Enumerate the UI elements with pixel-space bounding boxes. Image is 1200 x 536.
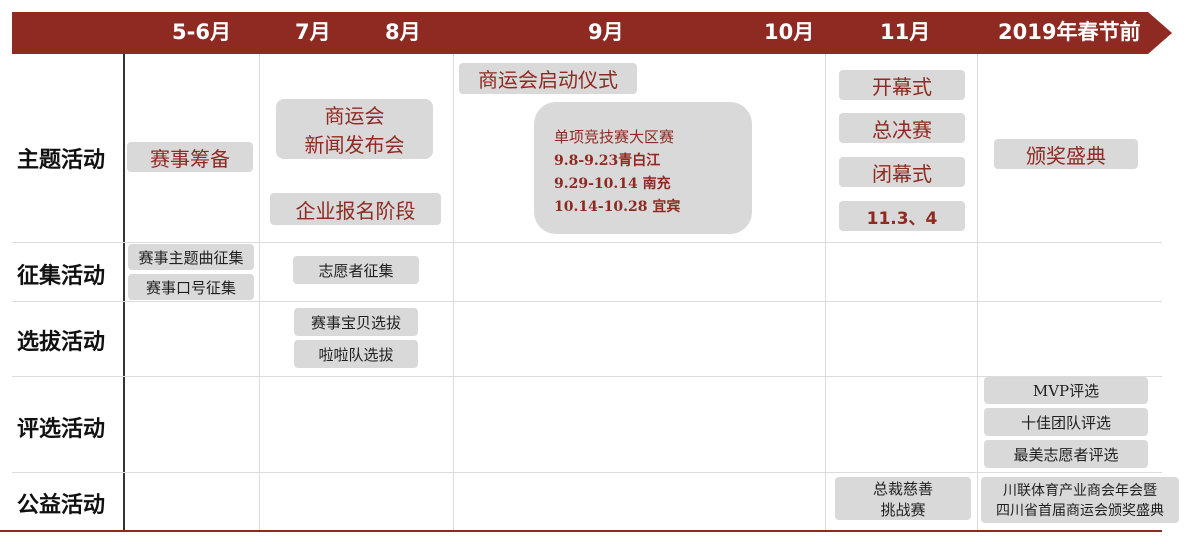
single-competition-yibin: 10.14-10.28 宜宾 bbox=[554, 199, 681, 215]
month-label-2019-spring: 2019年春节前 bbox=[998, 20, 1141, 44]
column-divider bbox=[977, 54, 978, 530]
single-competition-nanchong: 9.29-10.14 南充 bbox=[554, 176, 671, 192]
month-label-5-6: 5-6月 bbox=[172, 20, 231, 44]
event-slogan-collection: 赛事口号征集 bbox=[128, 274, 254, 300]
row-divider bbox=[12, 376, 1162, 377]
annual-line1: 川联体育产业商会年会暨 bbox=[1003, 483, 1157, 499]
event-annual-meeting-award: 川联体育产业商会年会暨 四川省首届商运会颁奖盛典 bbox=[981, 477, 1179, 523]
event-single-competition: 单项竞技赛大区赛 9.8-9.23青白江 9.29-10.14 南充 10.14… bbox=[534, 102, 752, 234]
charity-line2: 挑战赛 bbox=[880, 500, 926, 519]
event-closing-ceremony: 闭幕式 bbox=[839, 157, 965, 187]
event-volunteer-recruitment: 志愿者征集 bbox=[293, 256, 419, 284]
event-top-ten-teams: 十佳团队评选 bbox=[984, 408, 1148, 436]
row-divider bbox=[12, 301, 1162, 302]
event-final: 总决赛 bbox=[839, 113, 965, 143]
annual-line2: 四川省首届商运会颁奖盛典 bbox=[996, 503, 1164, 519]
event-award-ceremony: 颁奖盛典 bbox=[994, 139, 1138, 169]
column-divider bbox=[825, 54, 826, 530]
row-divider bbox=[12, 242, 1162, 243]
event-ceo-charity-challenge: 总裁慈善 挑战赛 bbox=[835, 477, 971, 520]
row-divider bbox=[12, 472, 1162, 473]
event-cheerleader-selection: 啦啦队选拔 bbox=[294, 340, 418, 368]
column-divider bbox=[259, 54, 260, 530]
event-press-line2: 新闻发布会 bbox=[304, 133, 405, 157]
row-label-selection: 选拔活动 bbox=[16, 330, 105, 355]
event-press-line1: 商运会 bbox=[324, 104, 385, 128]
event-registration: 企业报名阶段 bbox=[270, 193, 441, 225]
single-competition-title: 单项竞技赛大区赛 bbox=[554, 128, 675, 146]
row-label-charity: 公益活动 bbox=[16, 493, 105, 518]
event-mvp-selection: MVP评选 bbox=[984, 377, 1148, 404]
row-label-theme: 主题活动 bbox=[16, 148, 105, 173]
month-label-10: 10月 bbox=[764, 20, 815, 44]
row-label-collection: 征集活动 bbox=[16, 264, 105, 289]
row-label-divider bbox=[123, 54, 125, 530]
timeline-banner bbox=[12, 12, 1172, 54]
month-label-8: 8月 bbox=[385, 20, 421, 44]
month-label-9: 9月 bbox=[588, 20, 624, 44]
event-prep: 赛事筹备 bbox=[127, 142, 253, 172]
row-label-evaluation: 评选活动 bbox=[16, 417, 105, 442]
event-best-volunteer: 最美志愿者评选 bbox=[984, 440, 1148, 468]
event-theme-song-collection: 赛事主题曲征集 bbox=[128, 244, 254, 270]
event-final-dates: 11.3、4 bbox=[839, 201, 965, 231]
single-competition-qingbaijiang: 9.8-9.23青白江 bbox=[554, 153, 661, 169]
month-label-11: 11月 bbox=[880, 20, 931, 44]
month-label-7: 7月 bbox=[295, 20, 331, 44]
event-press-conference: 商运会 新闻发布会 bbox=[276, 99, 433, 159]
event-baby-selection: 赛事宝贝选拔 bbox=[294, 308, 418, 336]
column-divider bbox=[453, 54, 454, 530]
event-launch-ceremony: 商运会启动仪式 bbox=[459, 63, 637, 94]
charity-line1: 总裁慈善 bbox=[872, 479, 933, 498]
event-opening-ceremony: 开幕式 bbox=[839, 70, 965, 100]
bottom-rule bbox=[0, 530, 1162, 532]
